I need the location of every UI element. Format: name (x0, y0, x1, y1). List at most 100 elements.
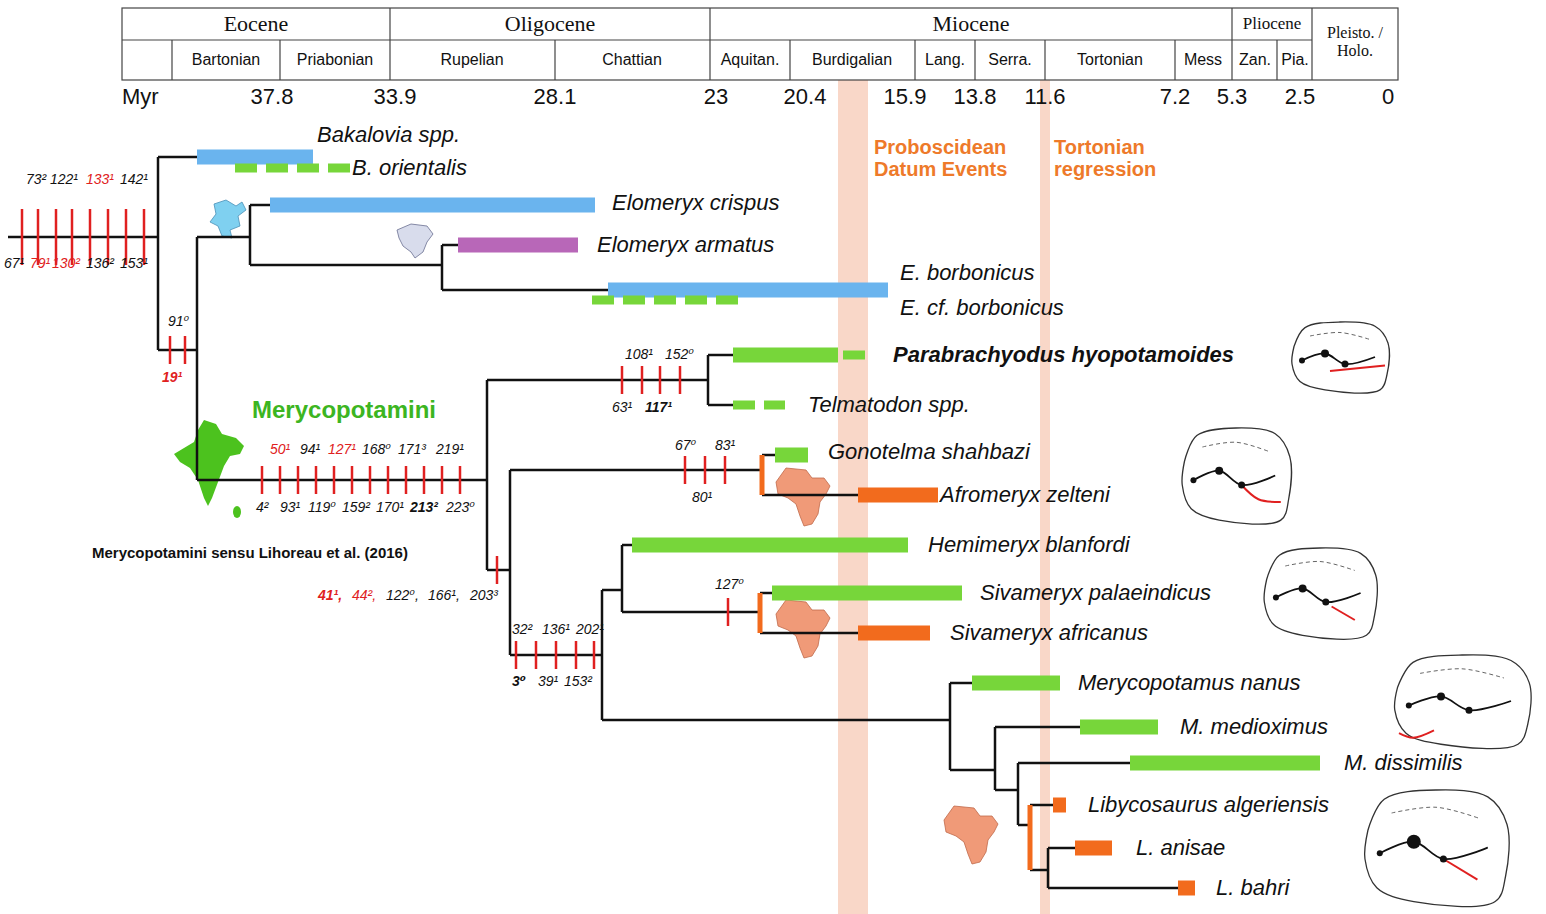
range-bar (1130, 756, 1320, 771)
branch (196, 237, 199, 480)
stage-name: Pia. (1281, 51, 1309, 69)
skull-dot (1440, 856, 1447, 863)
branch (995, 726, 1080, 729)
taxon-name: Bakalovia spp. (317, 123, 460, 147)
branch (601, 590, 604, 720)
branch (250, 204, 270, 207)
character-tick (333, 466, 336, 494)
tree-branches (8, 157, 1178, 888)
character-state: 153¹ (120, 256, 148, 271)
character-tick (297, 466, 300, 494)
range-bar (197, 150, 313, 165)
age-value: 28.1 (534, 85, 577, 109)
character-tick (684, 456, 687, 484)
branch (442, 289, 608, 292)
skull-line (1193, 471, 1275, 485)
event-label: Tortonian regression (1054, 136, 1179, 180)
branch (1030, 869, 1048, 872)
branch (1047, 848, 1050, 888)
branch (762, 494, 858, 497)
character-state: 3⁰ (512, 674, 526, 689)
stage-name: Mess (1184, 51, 1222, 69)
taxon-name: Telmatodon spp. (808, 393, 970, 417)
africa-map (776, 600, 830, 658)
branch (157, 157, 160, 350)
character-tick (405, 466, 408, 494)
age-value: 2.5 (1285, 85, 1316, 109)
character-state: 166¹, (428, 588, 460, 603)
clade-name: Merycopotamini (252, 397, 436, 423)
branch (509, 470, 512, 655)
skull-red-line (1399, 730, 1434, 737)
branch (197, 236, 250, 239)
taxon-name: Elomeryx armatus (597, 233, 774, 257)
stage-name: Priabonian (297, 51, 374, 69)
skull-dot (1322, 599, 1329, 606)
skull-outline (1264, 548, 1377, 639)
stage-name: Aquitan. (721, 51, 780, 69)
taxon-name: Sivameryx africanus (950, 621, 1148, 645)
taxon-name: L. anisae (1136, 836, 1225, 860)
taxon-name: M. medioximus (1180, 715, 1328, 739)
branch (487, 379, 708, 382)
range-bar (775, 448, 808, 463)
character-state: 142¹ (120, 172, 148, 187)
branch (994, 727, 997, 790)
character-state: 50¹ (270, 442, 290, 457)
europe-map (210, 200, 246, 238)
branch (949, 683, 952, 770)
character-tick (515, 641, 518, 669)
branch (950, 682, 972, 685)
character-state: 67¹ (4, 256, 24, 271)
branch (622, 611, 760, 614)
epoch-name: Oligocene (505, 12, 595, 36)
stage-name: Rupelian (440, 51, 503, 69)
taxon-name: M. dissimilis (1344, 751, 1463, 775)
taxon-name: Libycosaurus algeriensis (1088, 793, 1329, 817)
branch (442, 244, 458, 247)
branch (197, 479, 487, 482)
character-tick (496, 556, 499, 584)
character-tick (351, 466, 354, 494)
age-value: 7.2 (1160, 85, 1191, 109)
range-bar (858, 488, 938, 503)
character-tick (184, 336, 187, 364)
african-node (760, 455, 765, 495)
character-state: 41¹, (318, 588, 342, 603)
range-bar (270, 198, 595, 213)
character-state: 83¹ (715, 438, 735, 453)
character-tick (593, 641, 596, 669)
branch (158, 349, 197, 352)
skull-dot (1273, 595, 1279, 601)
range-bar (632, 538, 908, 553)
character-state: 39¹ (538, 674, 558, 689)
range-bar (1075, 841, 1112, 856)
african-node (758, 593, 763, 633)
character-tick (724, 456, 727, 484)
character-state: 168⁰ (362, 442, 391, 457)
character-state: 73² (26, 172, 46, 187)
character-state: 136² (86, 256, 114, 271)
age-value: 20.4 (784, 85, 827, 109)
character-state: 122¹ (50, 172, 78, 187)
character-tick (315, 466, 318, 494)
branch (1018, 762, 1130, 765)
character-state: 44², (352, 588, 376, 603)
stage-name: Burdigalian (812, 51, 892, 69)
branch (950, 769, 995, 772)
character-state: 19¹ (162, 370, 182, 385)
branch (441, 245, 444, 290)
skull-dot (1342, 361, 1349, 368)
character-state: 133¹ (86, 172, 114, 187)
skull-sketches (1182, 322, 1531, 907)
range-bar (458, 238, 578, 253)
branch (249, 205, 252, 265)
range-bar (843, 351, 868, 360)
character-tick (441, 466, 444, 494)
stage-name: Lang. (925, 51, 965, 69)
branch (1048, 847, 1075, 850)
character-state: 63¹ (612, 400, 632, 415)
stage-name: Bartonian (192, 51, 261, 69)
africa-map (776, 468, 830, 526)
